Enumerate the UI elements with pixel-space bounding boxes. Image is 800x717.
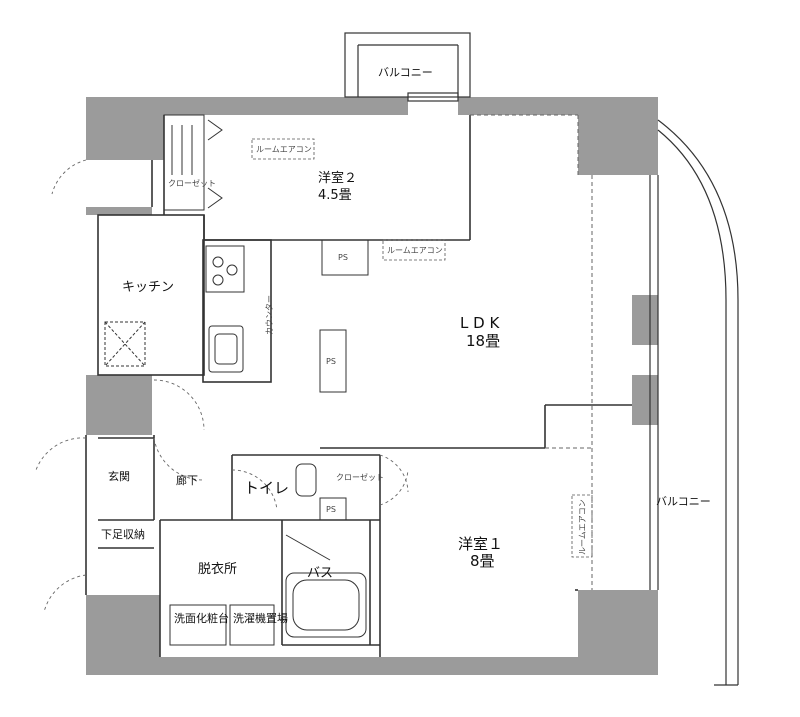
balcony-top-label: バルコニー [378,66,433,79]
ldk-name: L D K [460,314,500,332]
aircon-label-1: ルームエアコン [256,145,312,154]
ps-label-2: PS [326,357,336,366]
ceiling-lines [470,114,593,590]
hallway-label: 廊下 [176,473,198,487]
closet-w1-label: クローゼット [336,472,384,482]
interior-walls [85,115,632,657]
counter-label: カウンター [265,295,274,335]
western1-name: 洋室１ [458,535,503,553]
balcony-right-label: バルコニー [656,495,711,508]
aircon-label-2: ルームエアコン [387,246,443,255]
western1-size: 8畳 [470,552,495,570]
toilet [295,463,317,497]
balcony-right [649,119,739,686]
exterior-walls [86,97,658,675]
dressing-room-label: 脱衣所 [198,561,237,577]
wet-fixtures [169,463,367,646]
kitchen-fixtures [104,245,245,373]
shoe-storage-label: 下足収納 [101,528,145,541]
washstand-label: 洗面化粧台 [174,611,229,625]
ps-label-3: PS [326,505,336,514]
bathtub [285,572,367,638]
ps-label-1: PS [338,253,348,262]
entrance-label: 玄関 [108,469,130,483]
stove [205,245,245,293]
closet-western2 [163,114,223,211]
western2-size: 4.5畳 [318,188,352,203]
balcony-top [344,32,471,102]
fridge-space [104,321,146,367]
kitchen-label: キッチン [122,280,174,295]
door-swings [35,159,409,613]
ldk-size: 18畳 [466,332,500,350]
washer-space-label: 洗濯機置場 [233,611,288,625]
western2-name: 洋室２ [318,170,357,186]
bath-label: バス [307,566,333,581]
closet-w2-label: クローゼット [168,178,216,188]
toilet-label: トイレ [244,479,289,497]
aircon-units [251,138,593,558]
sink [208,325,244,373]
aircon-label-3: ルームエアコン [578,499,587,555]
ps-boxes [319,239,369,521]
